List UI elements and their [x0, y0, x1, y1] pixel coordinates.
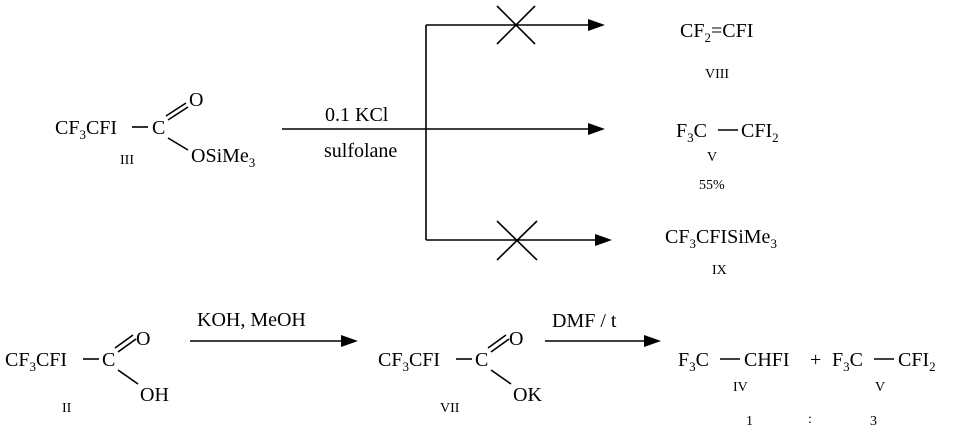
compound-VIII: CF2=CFI VIII	[680, 20, 753, 82]
compound-III: CF3CFI C O OSiMe3 III	[55, 89, 255, 170]
oxygen-atom: O	[189, 89, 203, 111]
bond	[490, 369, 512, 385]
subscript: 2	[704, 30, 711, 45]
compound-label: V	[707, 150, 717, 165]
formula-text: F	[676, 120, 687, 142]
svg-text:CFI2: CFI2	[741, 120, 779, 145]
double-bond	[117, 338, 137, 353]
formula-text: C	[850, 349, 863, 371]
double-bond	[165, 102, 187, 117]
formula-text: CFI	[86, 117, 117, 139]
svg-text:F3C: F3C	[676, 120, 707, 145]
oxygen-atom: O	[136, 328, 150, 350]
subscript: 2	[772, 130, 779, 145]
formula-text: CFI	[898, 349, 929, 371]
formula-text: CF	[378, 349, 402, 371]
arrowhead	[588, 19, 605, 31]
svg-text:CF3CFI: CF3CFI	[5, 349, 67, 374]
yield-label: 55%	[699, 178, 725, 193]
svg-text:CF3CFI: CF3CFI	[378, 349, 440, 374]
reagent-label: 0.1 KCl	[325, 104, 389, 126]
formula-text: CFI	[409, 349, 440, 371]
formula-text: CF	[55, 117, 79, 139]
compound-label: VIII	[705, 67, 729, 82]
compound-label: IX	[712, 263, 727, 278]
formula-text: F	[678, 349, 689, 371]
formula-text: CF	[665, 226, 689, 248]
subscript: 3	[770, 236, 777, 251]
bond	[117, 369, 139, 385]
svg-text:CF3CFISiMe3: CF3CFISiMe3	[665, 226, 777, 251]
formula-text: CHFI	[744, 349, 790, 371]
carbon-atom: C	[102, 349, 115, 371]
formula-text: CFI	[36, 349, 67, 371]
compound-label: III	[120, 153, 134, 168]
branching-arrows	[282, 5, 612, 261]
subscript: 3	[843, 359, 850, 374]
step1-conditions: KOH, MeOH	[197, 309, 306, 331]
compound-label: VII	[440, 401, 460, 416]
subscript: 3	[689, 236, 696, 251]
subscript: 3	[29, 359, 36, 374]
compound-IV: F3C CHFI IV 1	[678, 349, 790, 429]
compound-V-scheme2: F3C CFI2 V 3	[832, 349, 936, 429]
double-bond	[490, 338, 510, 353]
formula-text: =CFI	[711, 20, 753, 42]
compound-II: CF3CFI C O OH II	[5, 328, 169, 416]
formula-text: OK	[513, 384, 542, 406]
formula-text: OH	[140, 384, 169, 406]
plus-sign: +	[810, 349, 821, 371]
blocked-cross-icon	[496, 5, 536, 45]
formula-text: OSiMe	[191, 145, 249, 167]
oxygen-atom: O	[509, 328, 523, 350]
subscript: 3	[402, 359, 409, 374]
compound-label: IV	[733, 380, 748, 395]
bond	[167, 137, 189, 151]
subscript: 3	[689, 359, 696, 374]
subscript: 3	[249, 155, 256, 170]
arrowhead	[644, 335, 661, 347]
solvent-label: sulfolane	[324, 140, 397, 162]
compound-IX: CF3CFISiMe3 IX	[665, 226, 777, 278]
svg-text:F3C: F3C	[832, 349, 863, 374]
blocked-cross-icon	[496, 220, 538, 261]
compound-VII: CF3CFI C O OK VII	[378, 328, 542, 416]
compound-label: II	[62, 401, 72, 416]
ratio-value: 1	[746, 414, 753, 429]
formula-text: CFI	[741, 120, 772, 142]
formula-text: CF	[680, 20, 704, 42]
double-bond	[167, 106, 189, 121]
arrowhead	[341, 335, 358, 347]
subscript: 3	[79, 127, 86, 142]
double-bond	[114, 334, 134, 349]
double-bond	[487, 334, 507, 349]
subscript: 2	[929, 359, 936, 374]
formula-text: CF	[5, 349, 29, 371]
formula-text: C	[694, 120, 707, 142]
ratio-separator: :	[808, 412, 812, 427]
svg-text:CF2=CFI: CF2=CFI	[680, 20, 753, 45]
ratio-value: 3	[870, 414, 877, 429]
formula-text: F	[832, 349, 843, 371]
compound-V: F3C CFI2 V 55%	[676, 120, 779, 193]
arrowhead	[595, 234, 612, 246]
svg-text:CF3CFI: CF3CFI	[55, 117, 117, 142]
arrowhead	[588, 123, 605, 135]
svg-text:F3C: F3C	[678, 349, 709, 374]
svg-text:OSiMe3: OSiMe3	[191, 145, 255, 170]
carbon-atom: C	[475, 349, 488, 371]
step2-conditions: DMF / t	[552, 310, 617, 332]
compound-label: V	[875, 380, 885, 395]
formula-text: C	[696, 349, 709, 371]
carbon-atom: C	[152, 117, 165, 139]
formula-text: CFISiMe	[696, 226, 771, 248]
svg-text:CFI2: CFI2	[898, 349, 936, 374]
subscript: 3	[687, 130, 694, 145]
